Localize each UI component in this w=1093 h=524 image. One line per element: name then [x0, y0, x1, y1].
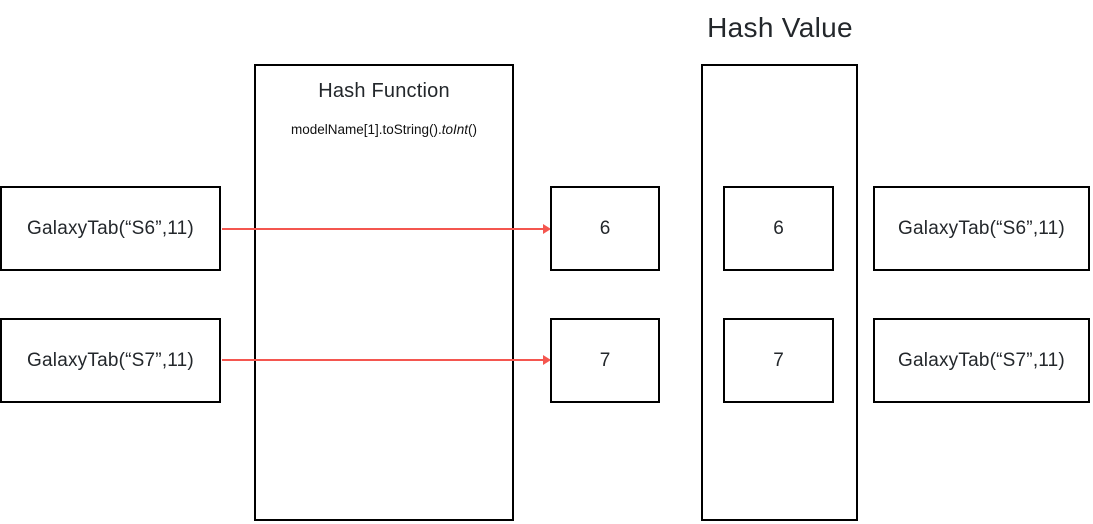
hash-output-value: 6 [599, 217, 611, 239]
hash-function-formula: modelName[1].toString().toInt() [254, 122, 514, 137]
hash-output-box-row-1[interactable]: 6 [550, 186, 660, 271]
formula-suffix: () [468, 122, 478, 137]
hash-arrow-line-row-1 [222, 228, 547, 230]
hash-output-box-row-2[interactable]: 7 [550, 318, 660, 403]
hash-bucket-box-row-1[interactable]: 6 [723, 186, 834, 271]
input-object-box-row-1[interactable]: GalaxyTab(“S6”,11) [0, 186, 221, 271]
stored-object-label: GalaxyTab(“S7”,11) [898, 349, 1065, 371]
hash-arrow-line-row-2 [222, 359, 547, 361]
formula-prefix: modelName[1].toString(). [290, 122, 442, 137]
hash-bucket-box-row-2[interactable]: 7 [723, 318, 834, 403]
hash-function-container [254, 64, 514, 521]
formula-italic-part: toInt [441, 122, 469, 137]
hash-value-container [701, 64, 858, 521]
input-object-label: GalaxyTab(“S6”,11) [27, 217, 194, 239]
input-object-label: GalaxyTab(“S7”,11) [27, 349, 194, 371]
stored-object-label: GalaxyTab(“S6”,11) [898, 217, 1065, 239]
hash-bucket-value: 6 [773, 217, 784, 239]
hash-value-title: Hash Value [707, 12, 853, 43]
stored-object-box-row-1[interactable]: GalaxyTab(“S6”,11) [873, 186, 1090, 271]
stored-object-box-row-2[interactable]: GalaxyTab(“S7”,11) [873, 318, 1090, 403]
hash-arrow-head-row-2 [543, 355, 551, 365]
hash-arrow-head-row-1 [543, 224, 551, 234]
input-object-box-row-2[interactable]: GalaxyTab(“S7”,11) [0, 318, 221, 403]
hash-output-value: 7 [599, 349, 611, 371]
hash-function-title: Hash Function [318, 80, 450, 102]
hash-bucket-value: 7 [773, 349, 784, 371]
